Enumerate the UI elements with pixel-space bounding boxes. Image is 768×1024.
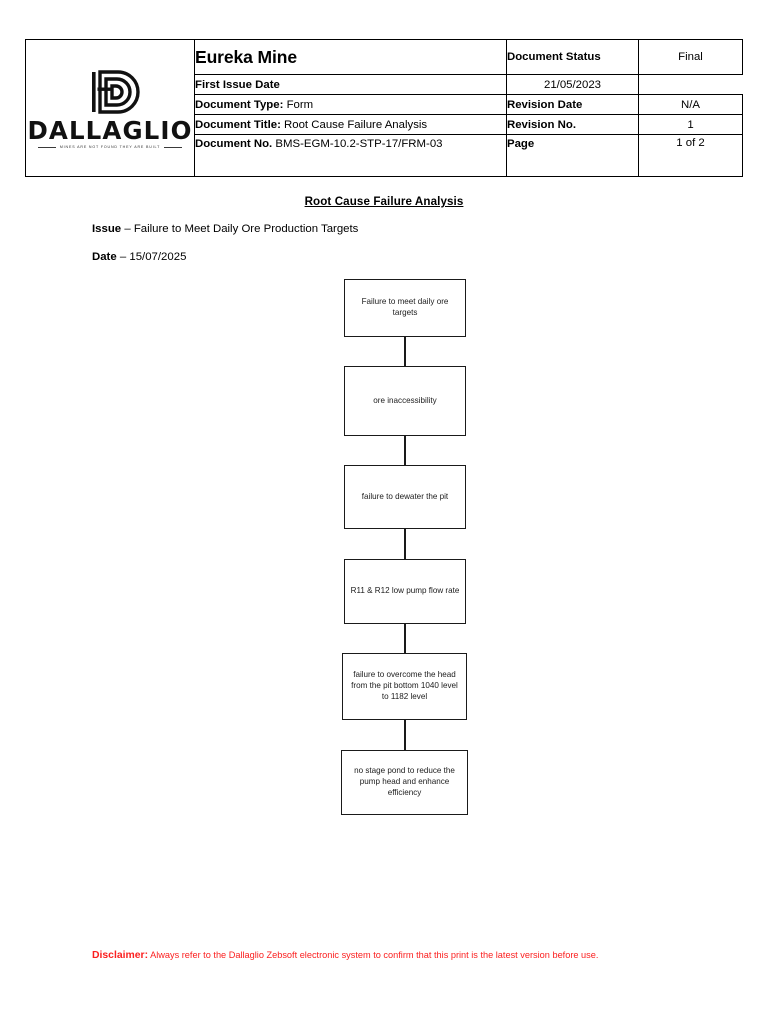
meta-key-revision-date: Revision Date (506, 94, 639, 115)
header-row-title: DALLAGLIO MINES ARE NOT FOUND THEY ARE B… (25, 39, 743, 177)
issue-value: Failure to Meet Daily Ore Production Tar… (133, 223, 359, 235)
logo-rule-right (164, 146, 183, 148)
flow-connector-1-2 (404, 337, 406, 366)
site-title-cell: Eureka Mine (194, 39, 507, 75)
logo-tagline: MINES ARE NOT FOUND THEY ARE BUILT (59, 144, 161, 149)
meta-value-revision-date: N/A (638, 94, 743, 115)
flow-node-1[interactable]: Failure to meet daily ore targets (344, 279, 466, 337)
date-separator: – (119, 251, 127, 263)
issue-separator: – (124, 223, 131, 235)
page-title: Root Cause Failure Analysis (304, 195, 464, 208)
document-no-cell: Document No. BMS-EGM-10.2-STP-17/FRM-03 (194, 134, 507, 177)
meta-value-page: 1 of 2 (638, 134, 743, 177)
logo-wordmark: DALLAGLIO (27, 115, 193, 145)
logo-tagline-row: MINES ARE NOT FOUND THEY ARE BUILT (26, 144, 194, 150)
disclaimer: Disclaimer: Always refer to the Dallagli… (92, 948, 672, 964)
dallaglio-d-monogram-icon (92, 70, 140, 114)
document-type-label: Document Type: (195, 98, 284, 111)
document-type-cell: Document Type: Form (194, 94, 507, 115)
flow-node-2[interactable]: ore inaccessibility (344, 366, 466, 436)
flow-node-6[interactable]: no stage pond to reduce the pump head an… (341, 750, 468, 815)
document-no-value: BMS-EGM-10.2-STP-17/FRM-03 (275, 138, 443, 150)
disclaimer-text: Always refer to the Dallaglio Zebsoft el… (150, 950, 599, 960)
meta-key-revision-no: Revision No. (506, 114, 639, 135)
meta-key-document-status: Document Status (506, 39, 639, 75)
flow-node-5[interactable]: failure to overcome the head from the pi… (342, 653, 467, 720)
document-title-value: Root Cause Failure Analysis (284, 118, 428, 131)
issue-field: Issue – Failure to Meet Daily Ore Produc… (92, 223, 358, 235)
logo-rule-left (38, 146, 56, 148)
flow-node-3[interactable]: failure to dewater the pit (344, 465, 466, 529)
header-row-document-no: Document No. BMS-EGM-10.2-STP-17/FRM-03 … (26, 134, 743, 177)
flow-connector-2-3 (404, 436, 406, 465)
flow-node-4[interactable]: R11 & R12 low pump flow rate (344, 559, 466, 624)
site-title: Eureka Mine (195, 46, 297, 67)
meta-value-document-status: Final (638, 39, 743, 75)
date-field: Date – 15/07/2025 (92, 251, 186, 263)
header-row-document-title: Document Title: Root Cause Failure Analy… (26, 114, 743, 135)
meta-key-first-issue-date: First Issue Date (194, 74, 507, 95)
meta-key-page: Page (506, 134, 639, 177)
flow-connector-4-5 (404, 624, 406, 653)
document-title-cell: Document Title: Root Cause Failure Analy… (194, 114, 507, 135)
disclaimer-label: Disclaimer (92, 950, 145, 961)
document-header-table: DALLAGLIO MINES ARE NOT FOUND THEY ARE B… (25, 39, 743, 177)
document-title-label: Document Title: (195, 118, 281, 131)
issue-label: Issue (92, 223, 122, 235)
date-label: Date (92, 251, 117, 263)
document-no-label: Document No. (195, 138, 273, 150)
date-value: 15/07/2025 (129, 251, 187, 263)
meta-value-first-issue-date: 21/05/2023 (506, 74, 639, 95)
flow-connector-3-4 (404, 529, 406, 559)
disclaimer-separator: : (144, 950, 149, 961)
document-type-value: Form (286, 98, 314, 111)
flow-connector-5-6 (404, 720, 406, 750)
company-logo: DALLAGLIO MINES ARE NOT FOUND THEY ARE B… (25, 39, 195, 177)
meta-value-revision-no: 1 (638, 114, 743, 135)
